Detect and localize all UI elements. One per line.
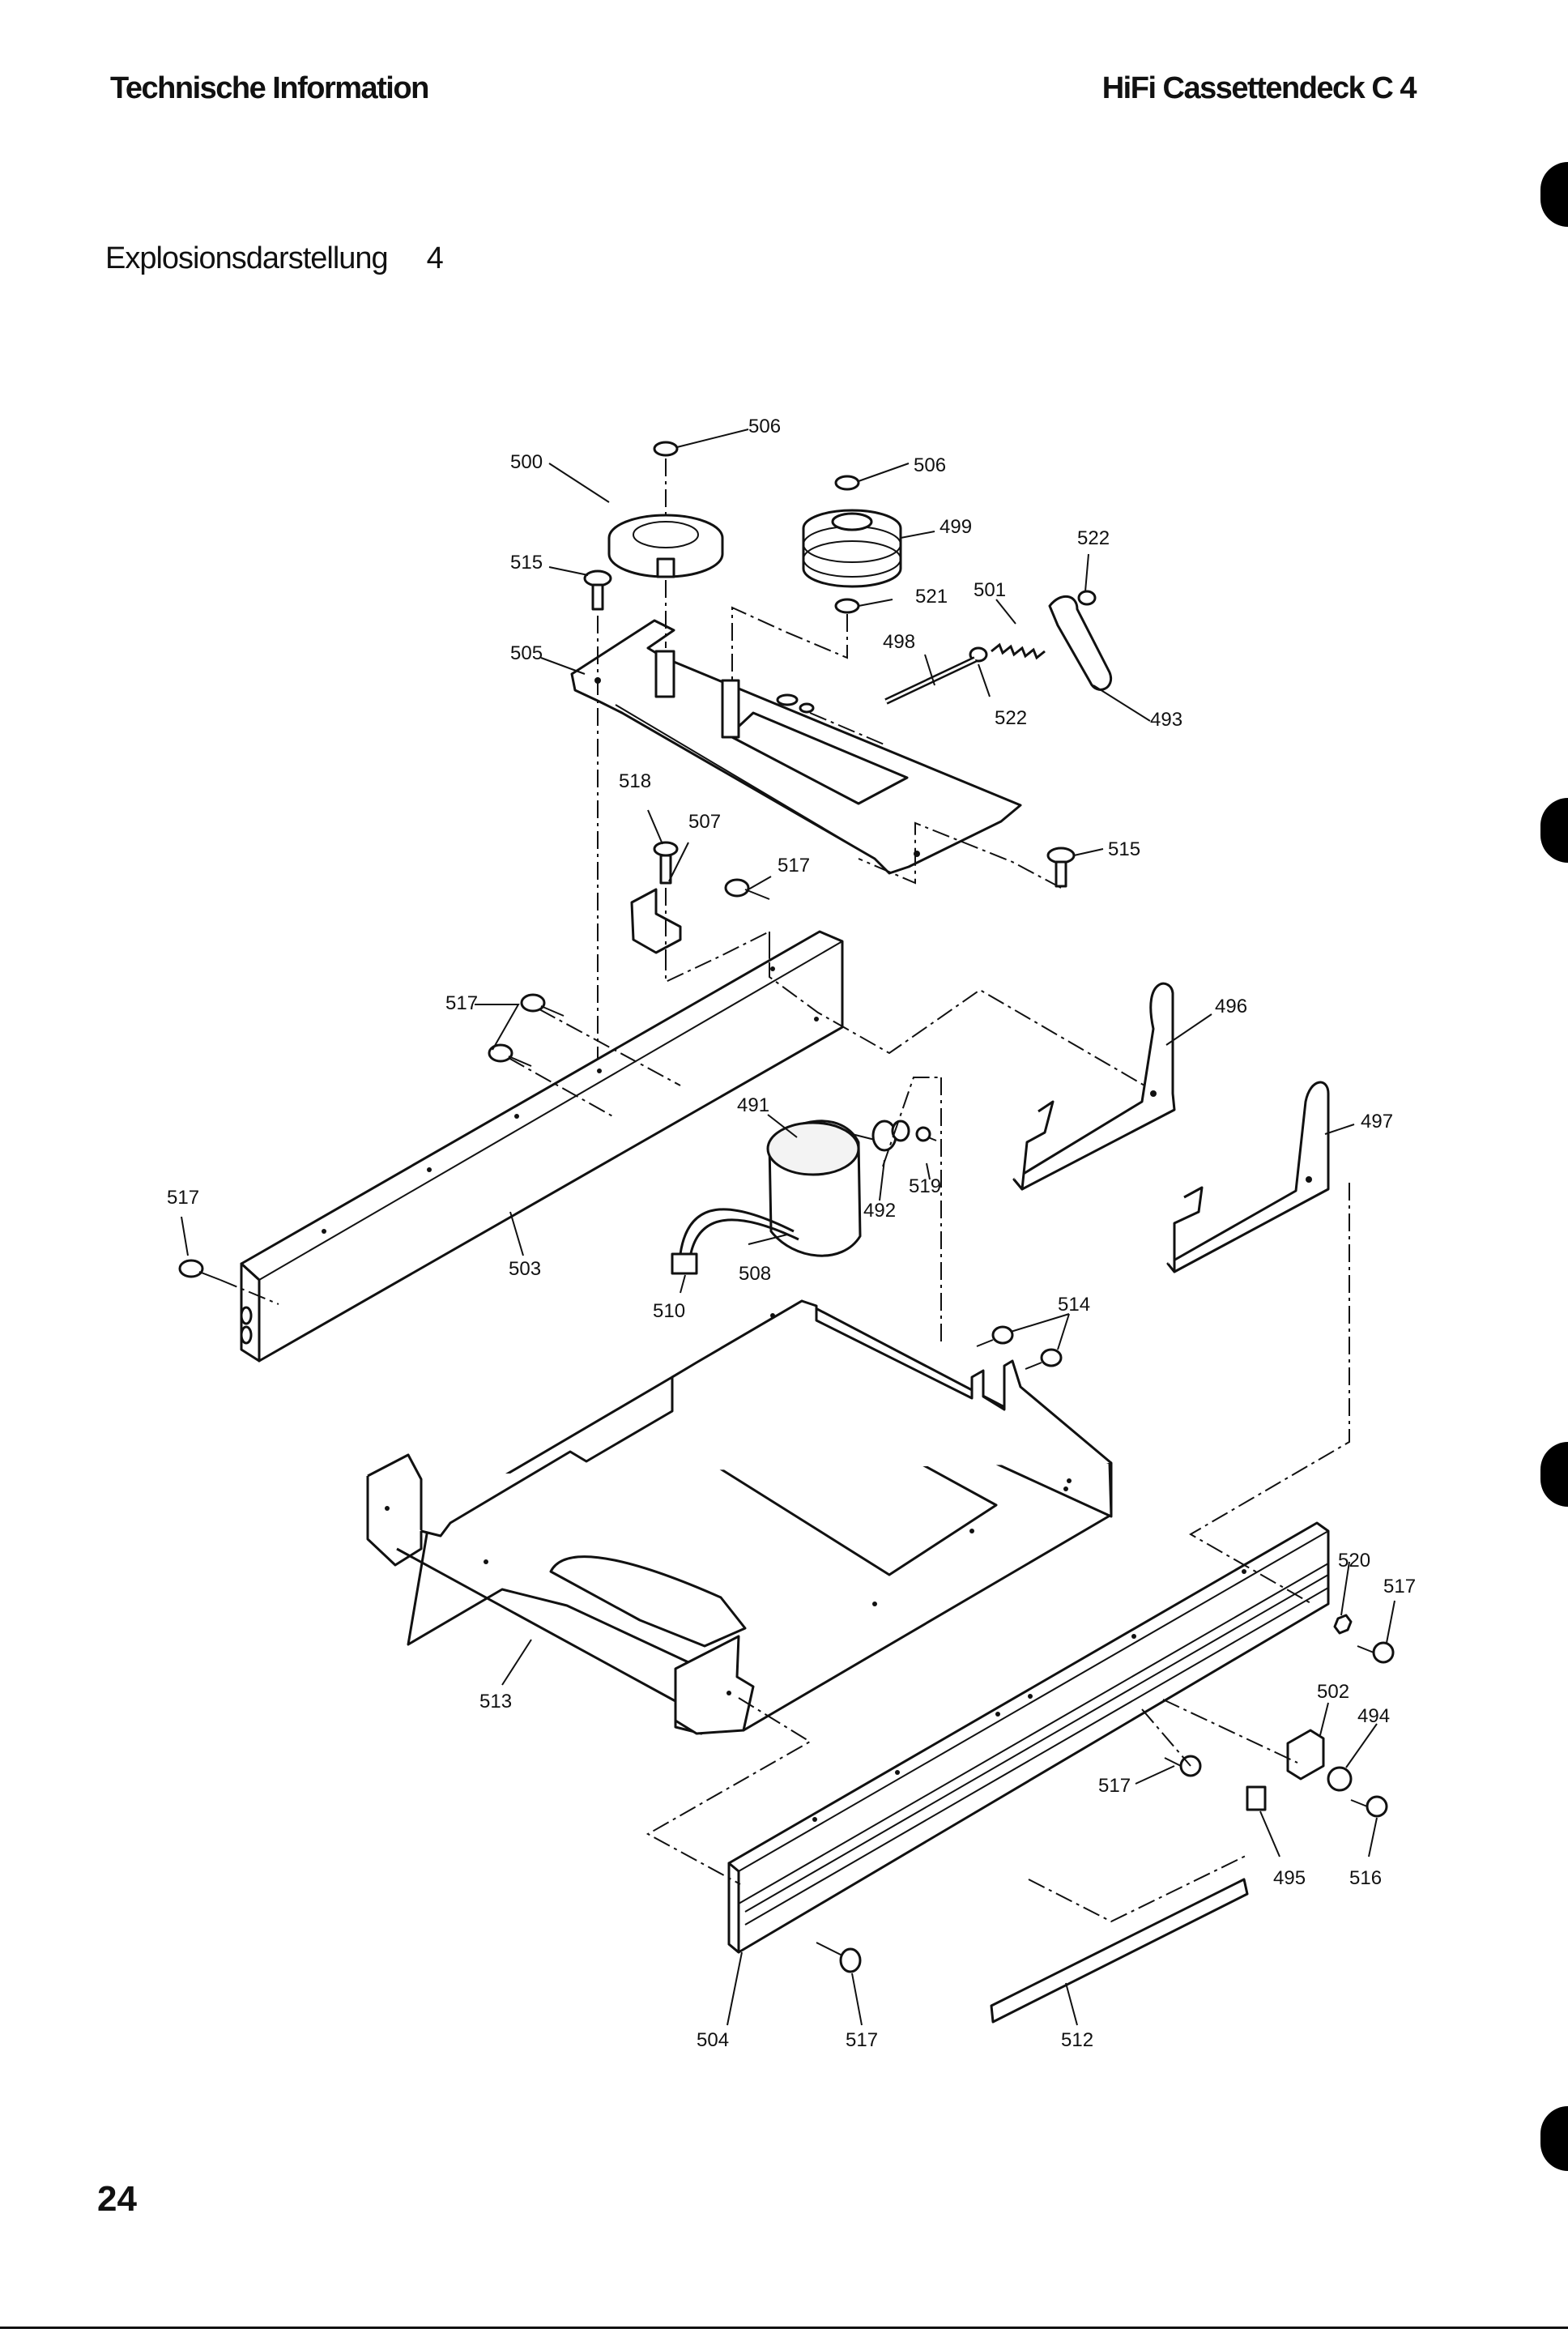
part-label-517: 517 <box>778 855 810 876</box>
screws-517-side <box>178 878 770 1281</box>
part-label-494: 494 <box>1357 1705 1390 1727</box>
part-label-492: 492 <box>863 1200 896 1222</box>
part-label-506: 506 <box>748 416 781 437</box>
part-label-496: 496 <box>1215 996 1247 1017</box>
part-label-502: 502 <box>1317 1681 1349 1703</box>
part-label-498: 498 <box>883 631 915 653</box>
part-labels: 500 506 506 499 522 515 521 501 505 498 … <box>167 416 1416 2051</box>
motor-491 <box>766 1120 937 1257</box>
pulley-499 <box>802 509 902 588</box>
part-label-522: 522 <box>1077 527 1110 549</box>
part-label-504: 504 <box>697 2029 729 2051</box>
part-label-517: 517 <box>1383 1576 1416 1597</box>
document-header-right: HiFi Cassettendeck C 4 <box>1101 71 1417 105</box>
section-title-text: Explosionsdarstellung <box>105 241 389 275</box>
cable-508-plug-510 <box>671 1208 799 1275</box>
page-number: 24 <box>97 2179 137 2219</box>
part-label-521: 521 <box>915 586 948 608</box>
strip-512 <box>990 1878 1249 2024</box>
part-label-515: 515 <box>1108 838 1140 860</box>
part-label-517: 517 <box>1098 1775 1131 1797</box>
part-label-515: 515 <box>510 552 543 574</box>
washers-screws-top <box>583 441 1097 888</box>
part-label-505: 505 <box>510 642 543 664</box>
part-label-513: 513 <box>479 1691 512 1712</box>
part-label-519: 519 <box>909 1175 941 1197</box>
part-label-517: 517 <box>445 992 478 1014</box>
part-label-508: 508 <box>739 1263 771 1285</box>
bracket-497 <box>1166 1081 1330 1273</box>
part-label-512: 512 <box>1061 2029 1093 2051</box>
part-label-491: 491 <box>737 1094 769 1116</box>
section-title: Explosionsdarstellung 4 <box>105 241 444 276</box>
side-frame-503 <box>240 930 844 1363</box>
part-label-500: 500 <box>510 451 543 473</box>
screws-514 <box>976 1325 1063 1370</box>
upper-mounting-plate <box>570 619 1022 875</box>
part-label-499: 499 <box>940 516 972 538</box>
part-label-518: 518 <box>619 770 651 792</box>
gear-500 <box>607 514 724 578</box>
part-label-514: 514 <box>1058 1294 1090 1316</box>
part-label-495: 495 <box>1273 1867 1306 1889</box>
part-label-510: 510 <box>653 1300 685 1322</box>
guide-rail-504 <box>727 1521 1330 1954</box>
part-label-503: 503 <box>509 1258 541 1280</box>
part-label-517: 517 <box>167 1187 199 1209</box>
part-label-506: 506 <box>914 454 946 476</box>
shaft-498-spring-501 <box>884 595 1113 705</box>
part-label-501: 501 <box>974 579 1006 601</box>
bracket-496 <box>1012 982 1176 1191</box>
document-header-left: Technische Information <box>110 71 429 105</box>
page-bottom-edge <box>0 2327 1568 2329</box>
part-label-493: 493 <box>1150 709 1182 731</box>
part-label-516: 516 <box>1349 1867 1382 1889</box>
part-label-517: 517 <box>846 2029 878 2051</box>
section-number: 4 <box>426 241 444 275</box>
part-label-507: 507 <box>688 811 721 833</box>
part-label-522: 522 <box>995 707 1027 729</box>
parts-502-494-495-516-520 <box>816 1614 1395 1973</box>
part-label-520: 520 <box>1338 1550 1370 1572</box>
part-label-497: 497 <box>1361 1111 1393 1132</box>
main-chassis-513 <box>366 1299 1113 1735</box>
leader-lines <box>181 429 1395 2026</box>
bracket-507 <box>630 841 682 954</box>
